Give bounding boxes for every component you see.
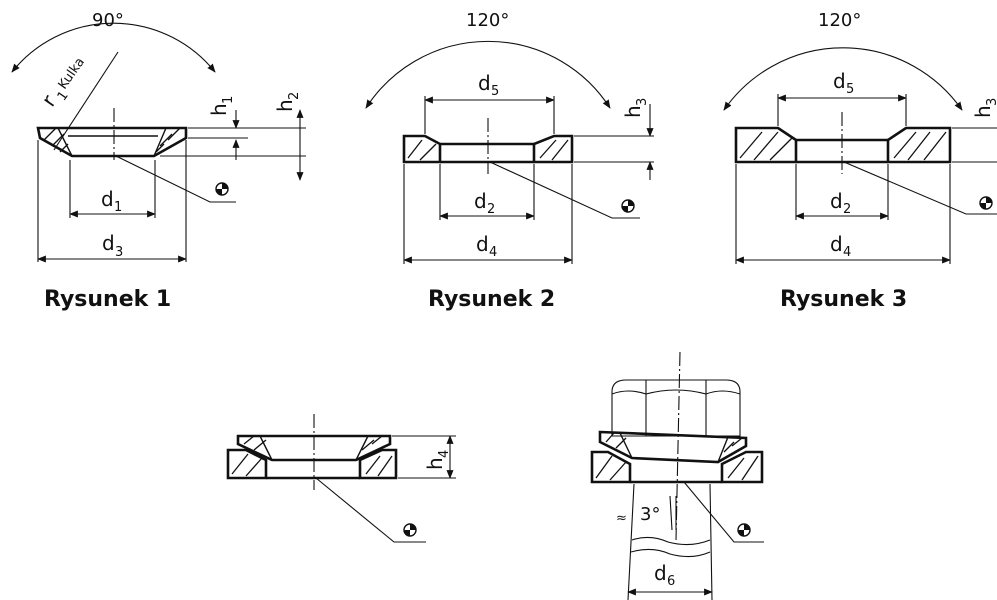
dim-d3-label: d 3 (102, 231, 123, 260)
lower-washer (226, 448, 398, 480)
svg-text:d: d (830, 232, 843, 256)
radius-text: Kulka (56, 55, 88, 92)
surface-leader (489, 161, 640, 219)
figure-2: 120° d 5 h 3 (365, 10, 654, 312)
angle-arc (723, 47, 963, 111)
hatch-lower (595, 455, 759, 481)
svg-text:1: 1 (114, 200, 122, 215)
svg-text:2: 2 (487, 202, 495, 217)
svg-text:5: 5 (846, 82, 854, 97)
dim-h2-label: h 2 (273, 92, 302, 112)
angle-label: 120° (818, 10, 861, 31)
angle-label: 3° (640, 504, 660, 525)
svg-text:h: h (273, 99, 297, 112)
svg-text:4: 4 (489, 245, 497, 260)
dim-h3-label: h 3 (971, 98, 997, 118)
hatch-upper (605, 432, 743, 453)
center-line (675, 351, 681, 541)
svg-text:h: h (971, 105, 995, 118)
hatch-right (155, 127, 181, 153)
approx-symbol: ≈ (616, 511, 627, 526)
surface-marker-icon (737, 523, 751, 537)
washer-body (734, 126, 952, 164)
svg-text:2: 2 (843, 202, 851, 217)
svg-text:d: d (478, 71, 491, 95)
nut-outline (611, 379, 741, 437)
angle-label: 120° (466, 10, 509, 31)
svg-text:4: 4 (437, 450, 452, 458)
hatch-left (407, 139, 437, 161)
hatch-right (893, 131, 947, 161)
caption-rysunek-3: Rysunek 3 (780, 287, 907, 312)
angle-arc (365, 40, 611, 109)
svg-text:d: d (833, 69, 846, 93)
hatch-upper (243, 435, 383, 451)
bolt-shank (627, 483, 713, 600)
svg-text:h: h (207, 103, 231, 116)
svg-text:d: d (830, 189, 843, 213)
dim-d1-label: d 1 (101, 187, 122, 215)
dim-d2-label: d 2 (474, 189, 495, 217)
dim-h3-label: h 3 (621, 98, 650, 118)
svg-text:1: 1 (221, 96, 236, 104)
dim-d4-label: d 4 (476, 232, 497, 260)
dim-h1-label: h 1 (207, 96, 236, 116)
radius-leader (53, 51, 119, 151)
surface-leader (683, 481, 764, 543)
angle-label: 90° (92, 10, 124, 31)
svg-text:4: 4 (843, 245, 851, 260)
figure-1: 90° r 1 Kulka (11, 10, 306, 312)
svg-text:d: d (474, 189, 487, 213)
angle-arc (11, 22, 216, 73)
dim-h4-label: h 4 (423, 450, 452, 470)
figure-3: 120° d 5 h 3 d 2 (723, 10, 997, 312)
dim-d2-label: d 2 (830, 189, 851, 217)
svg-text:h: h (423, 457, 447, 470)
caption-rysunek-1: Rysunek 1 (44, 287, 171, 312)
dim-d5-label: d 5 (478, 71, 499, 99)
svg-text:3: 3 (635, 98, 650, 106)
surface-marker-icon (215, 182, 229, 196)
washer-body (402, 134, 574, 164)
svg-text:6: 6 (667, 574, 675, 589)
dim-d5-label: d 5 (833, 69, 854, 97)
svg-text:d: d (101, 187, 114, 211)
surface-leader (843, 161, 997, 215)
hatch-right (539, 139, 569, 161)
svg-text:d: d (102, 231, 115, 255)
svg-text:5: 5 (491, 84, 499, 99)
hatch-left (739, 131, 793, 161)
surface-marker-icon (621, 199, 635, 213)
surface-leader (315, 477, 426, 543)
dim-d6-label: d 6 (654, 561, 675, 589)
radius-subscript: 1 (55, 89, 72, 104)
caption-rysunek-2: Rysunek 2 (428, 287, 555, 312)
hatch-left (43, 127, 69, 153)
surface-marker-icon (979, 196, 993, 210)
dim-d4-label: d 4 (830, 232, 851, 260)
figure-5: ≈ 3° d 6 (590, 351, 764, 600)
svg-text:d: d (476, 232, 489, 256)
svg-text:h: h (621, 105, 645, 118)
lower-washer (590, 450, 764, 484)
surface-leader (115, 155, 236, 203)
svg-text:3: 3 (115, 245, 123, 260)
hatch-lower (231, 453, 393, 477)
surface-marker-icon (403, 523, 417, 537)
svg-text:d: d (654, 561, 667, 585)
svg-text:3: 3 (985, 98, 997, 106)
svg-text:2: 2 (287, 92, 302, 100)
figure-4: h 4 (226, 414, 456, 543)
